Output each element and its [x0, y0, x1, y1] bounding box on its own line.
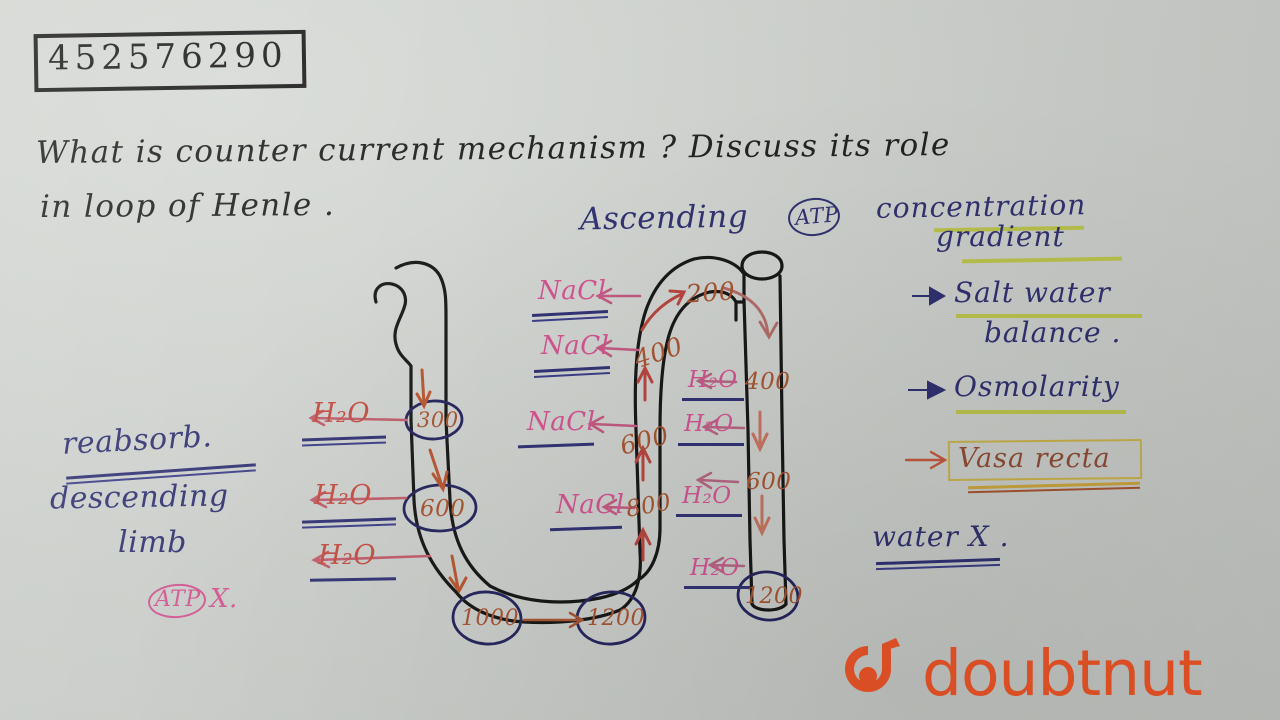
doubtnut-logo-mark — [838, 636, 908, 710]
notes-bullet-1-line-2: balance . — [984, 316, 1122, 349]
h2o-1-underline — [301, 435, 387, 442]
label-h2o-3: H₂O — [318, 540, 377, 571]
label-vasa-recta: Vasa recta — [958, 443, 1111, 474]
label-atp-descending: ATP — [155, 587, 201, 612]
h2o-2-underline — [301, 517, 397, 524]
question-line-2: in loop of Henle . — [39, 186, 336, 226]
label-vasa-h2o-3: H₂O — [682, 483, 732, 509]
label-nacl-2: NaCl — [541, 331, 610, 361]
notes-bullet-1-underline — [956, 314, 1142, 318]
question-id-text: 452576290 — [47, 35, 288, 79]
vasa-h2o-1-underline — [682, 398, 744, 401]
doubtnut-logo: doubtnut — [838, 636, 1203, 710]
nacl-2-underline-2 — [533, 372, 611, 378]
label-reabsorb: reabsorb. — [61, 419, 214, 462]
doubtnut-logo-word: doubtnut — [922, 636, 1203, 710]
value-ascending-400: 400 — [630, 331, 687, 374]
notes-bullet-1-line-1: Salt water — [954, 276, 1111, 309]
notes-heading-2-underline — [961, 256, 1123, 264]
question-line-1: What is counter current mechanism ? Disc… — [35, 127, 951, 171]
label-vasa-h2o-2: H₂O — [684, 411, 734, 437]
h2o-1-underline-2 — [301, 441, 387, 447]
label-descending: descending — [49, 478, 229, 517]
label-ascending: Ascending — [579, 198, 749, 238]
notes-heading-line-2: gradient — [936, 220, 1065, 253]
label-vasa-h2o-1: H₂O — [688, 367, 738, 393]
vasa-h2o-2-underline — [678, 443, 744, 446]
notes-bullet-2-line-1: Osmolarity — [954, 370, 1120, 403]
label-h2o-2: H₂O — [314, 480, 373, 511]
h2o-3-underline — [309, 577, 397, 582]
label-h2o-1: H₂O — [312, 398, 371, 429]
label-atp-cross: X. — [210, 584, 238, 614]
vasa-h2o-3-underline — [676, 514, 742, 517]
label-water-cross: water X . — [872, 520, 1010, 553]
nacl-3-underline — [517, 442, 595, 449]
value-ascending-200: 200 — [685, 276, 737, 309]
water-cross-underline-2 — [876, 563, 1000, 571]
label-nacl-4: NaCl — [556, 490, 625, 520]
value-ascending-800: 800 — [624, 489, 674, 523]
value-bottom-1200: 1200 — [587, 606, 645, 631]
value-vasa-1200: 1200 — [745, 584, 803, 609]
label-nacl-1: NaCl — [538, 276, 607, 306]
value-ascending-600: 600 — [617, 420, 672, 461]
nacl-1-underline-2 — [531, 316, 609, 322]
label-limb: limb — [118, 525, 187, 560]
value-descending-600: 600 — [420, 496, 466, 522]
vasa-h2o-4-underline — [684, 586, 750, 589]
label-vasa-h2o-4: H₂O — [690, 555, 740, 581]
value-descending-300: 300 — [417, 408, 459, 432]
label-nacl-3: NaCl — [527, 407, 596, 437]
h2o-2-underline-2 — [301, 523, 397, 529]
value-bottom-1000: 1000 — [461, 606, 519, 631]
value-vasa-400: 400 — [745, 369, 791, 395]
value-vasa-600: 600 — [746, 469, 792, 495]
notes-heading-line-1: concentration — [875, 188, 1087, 225]
notes-bullet-2-underline — [956, 410, 1126, 414]
label-atp-ascending: ATP — [794, 202, 840, 230]
nacl-4-underline — [549, 525, 623, 532]
